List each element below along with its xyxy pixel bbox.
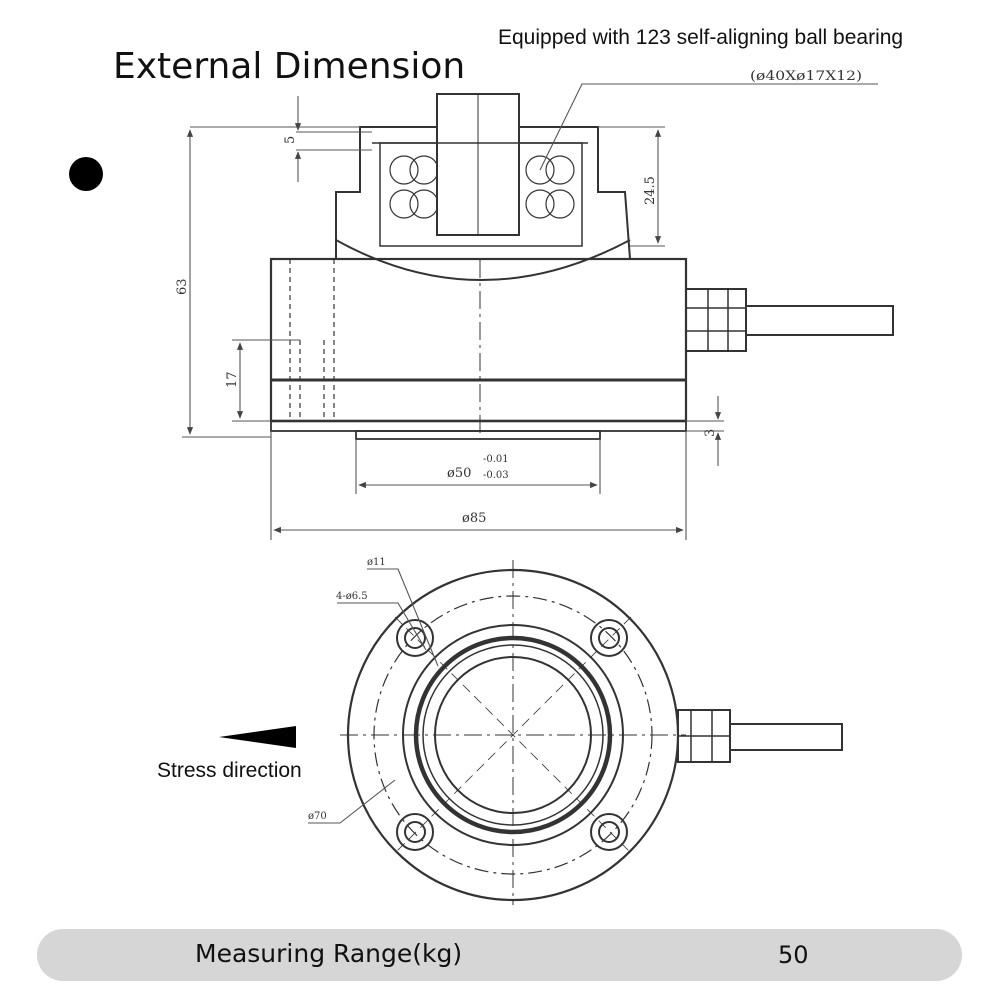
cable-gland [685,288,747,352]
page-title: External Dimension [113,46,466,87]
dim-pitch-circle: ø70 [308,811,327,822]
dim-bearing-size: (ø40Xø17X12) [750,69,862,84]
dim-holes: 4-ø6.5 [336,591,368,602]
bullet-icon [69,157,103,191]
bearing-balls-right [525,155,575,219]
measuring-range-value: 50 [778,941,809,969]
top-view-leaders [308,568,439,824]
dim-outer-diameter: ø85 [462,511,486,526]
dim-spigot-tol-upper: -0.01 [483,454,509,465]
cable [746,305,894,336]
top-view [340,560,843,905]
measuring-range-label: Measuring Range(kg) [195,939,463,968]
side-view-dimensions [182,83,878,540]
dim-bearing-height: 24.5 [643,176,658,205]
stress-arrow-icon [219,726,296,748]
side-view [269,93,894,440]
bearing-balls-left [389,155,439,219]
dim-top-gap: 5 [283,136,298,144]
dim-lower-height: 17 [225,371,240,388]
base-plate [270,420,687,432]
main-body [269,257,688,423]
dim-total-height: 63 [175,278,190,295]
dim-base-step: 3 [703,429,718,437]
dim-spigot-tol-lower: -0.03 [483,470,509,481]
bearing-note: Equipped with 123 self-aligning ball bea… [498,26,904,49]
mounting-holes [396,619,628,851]
measuring-range-bar: Measuring Range(kg) 50 [37,929,962,981]
dim-spigot-diameter: ø50 [447,466,471,481]
dim-counterbore: ø11 [367,557,386,568]
stress-direction-label: Stress direction [157,759,302,782]
cable-top [730,723,843,751]
spigot [355,430,601,440]
